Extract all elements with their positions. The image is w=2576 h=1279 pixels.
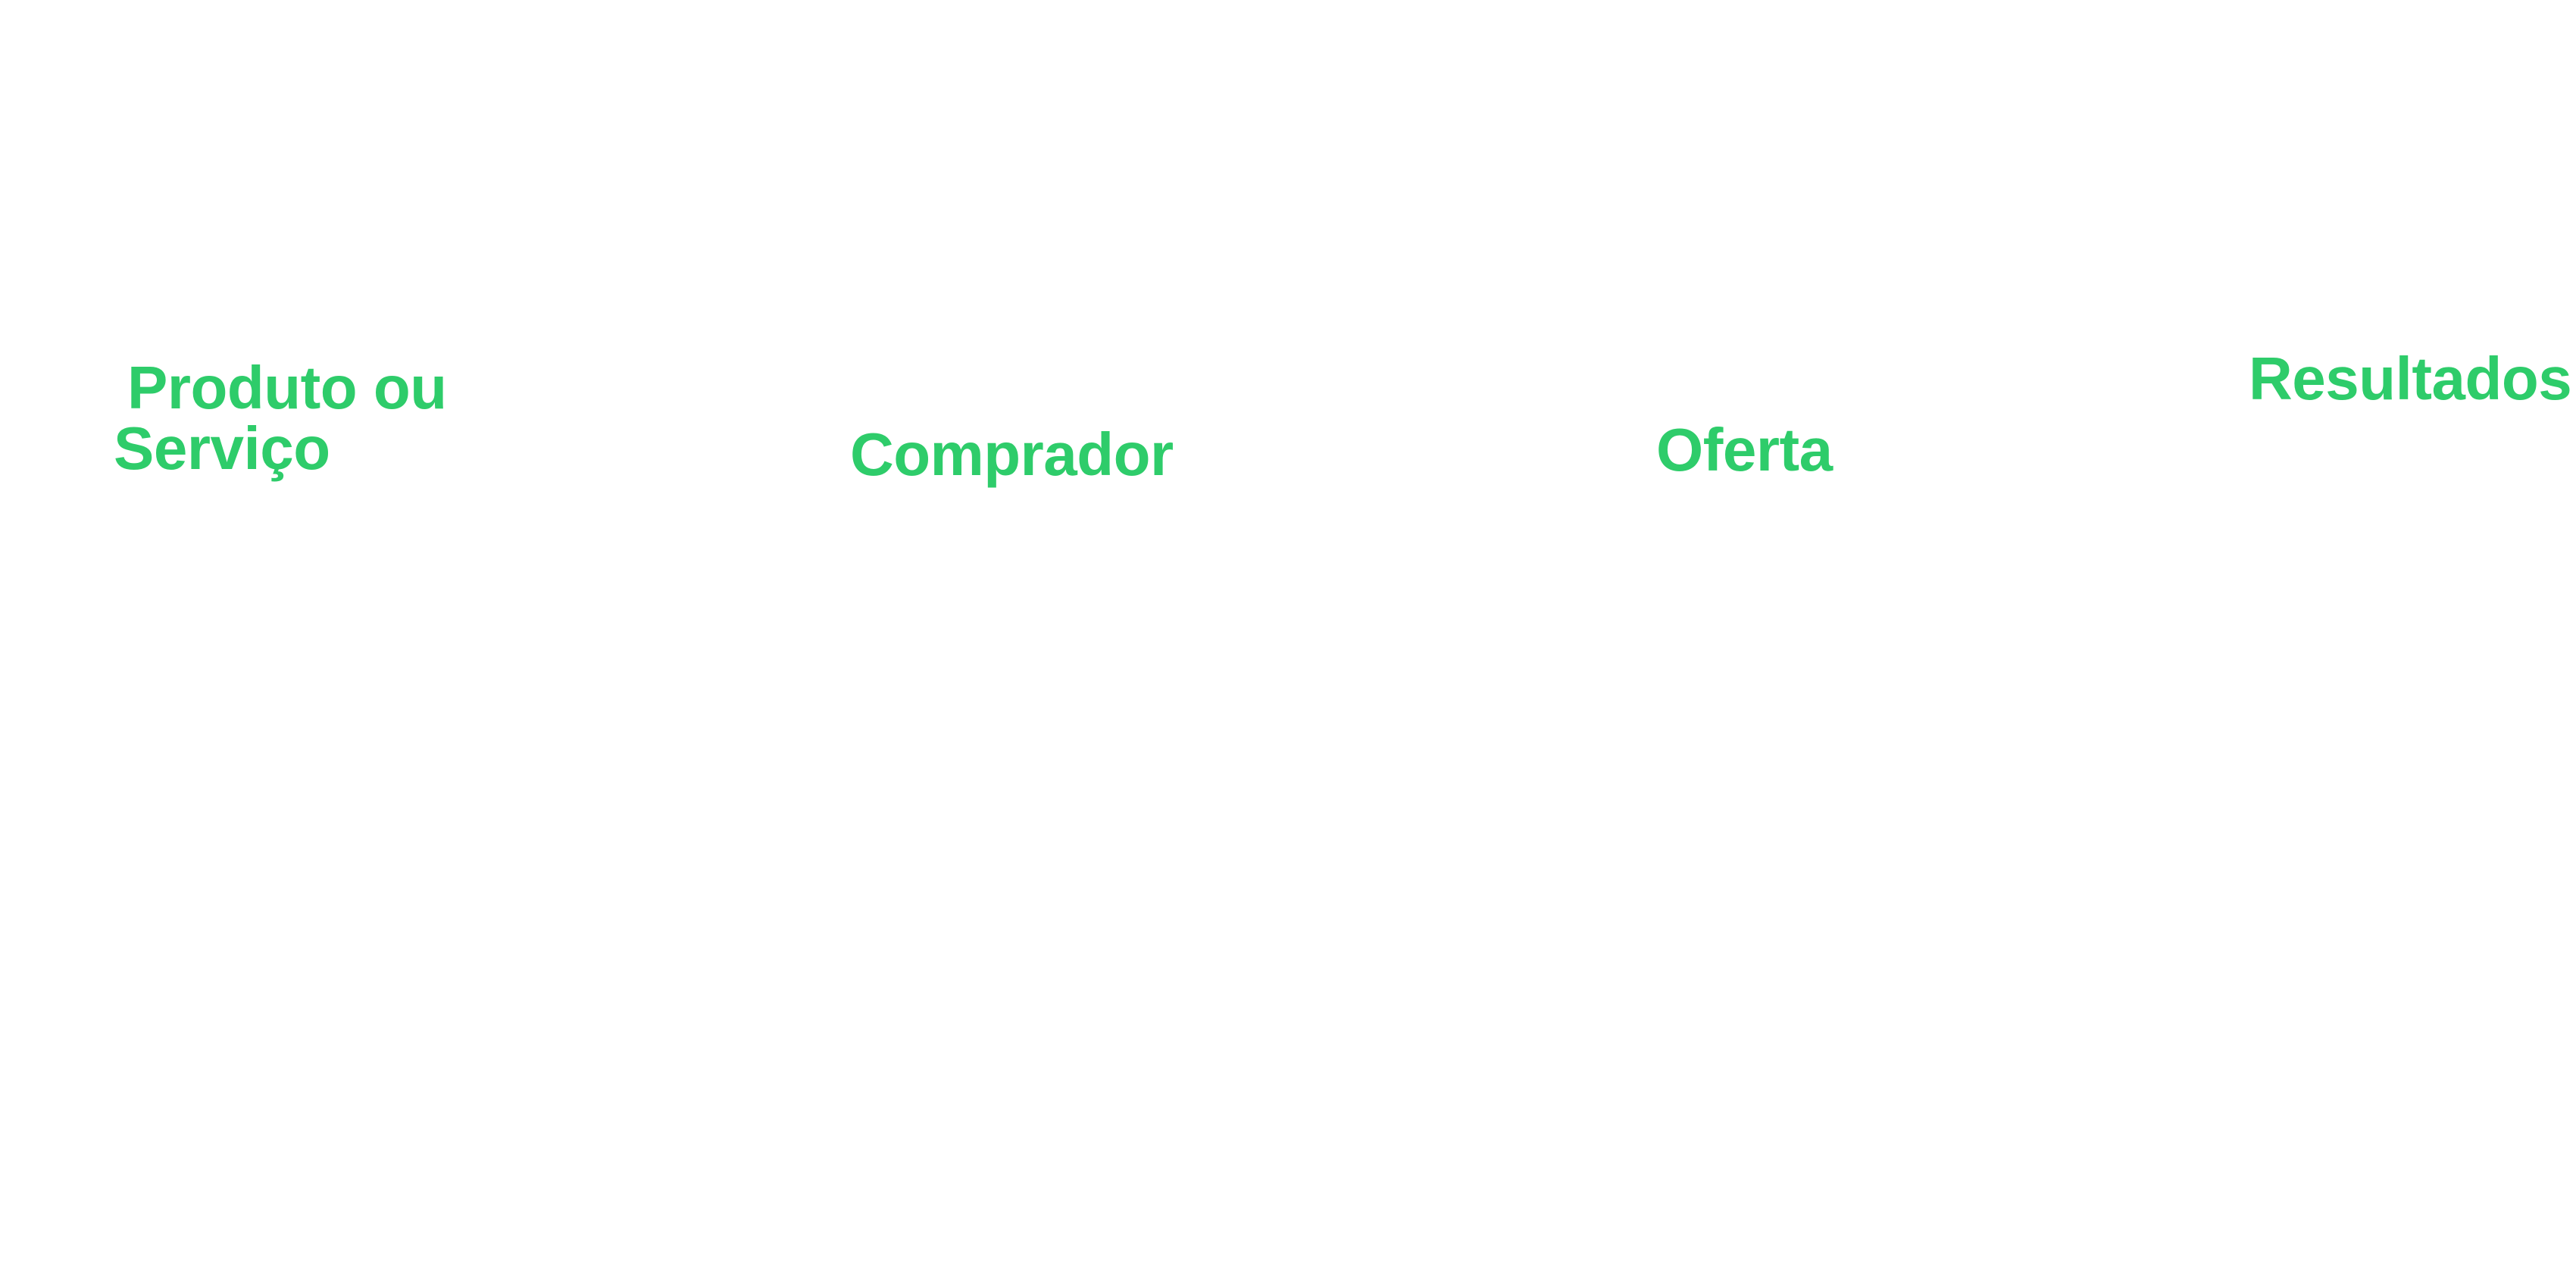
heading-produto-line-1: Produto ou xyxy=(127,354,447,421)
heading-produto-ou-servico: Produto ou Serviço xyxy=(114,358,447,479)
heading-resultados: Resultados xyxy=(2249,345,2572,412)
heading-produto-line-2: Serviço xyxy=(114,414,330,482)
heading-oferta: Oferta xyxy=(1656,416,1833,483)
heading-comprador: Comprador xyxy=(850,421,1174,488)
